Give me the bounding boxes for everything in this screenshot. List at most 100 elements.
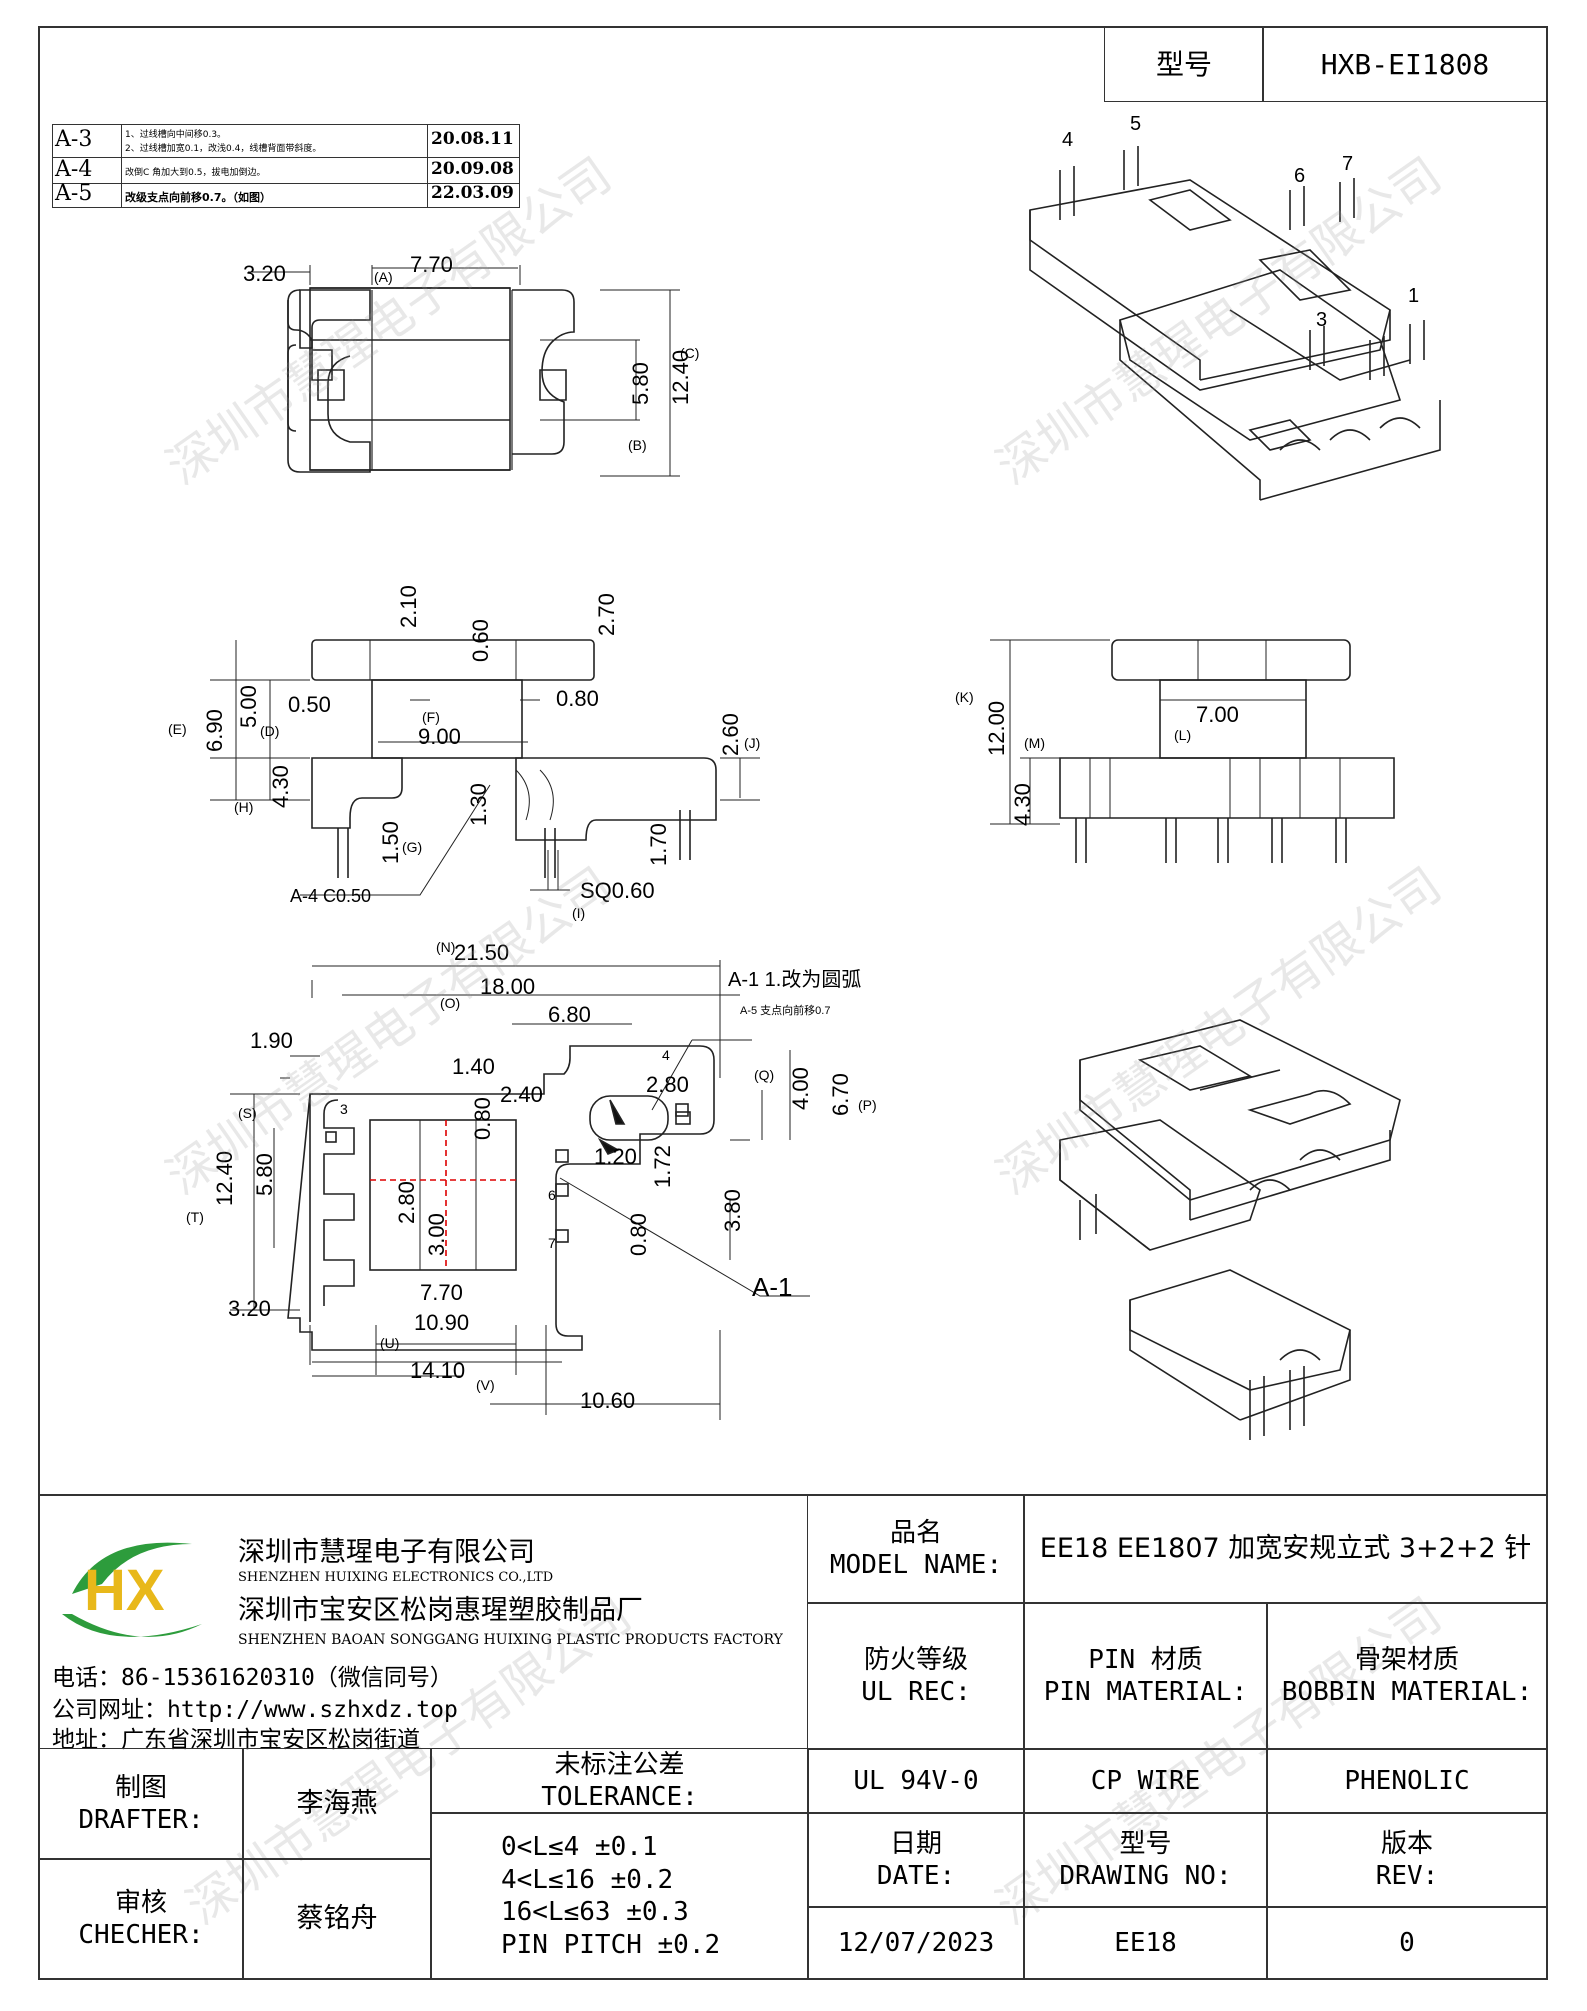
dim-label: 0.80	[556, 686, 599, 711]
revision-desc: 1、过线槽向中间移0.3。	[125, 130, 227, 140]
dim-label: 6.80	[548, 1002, 591, 1027]
drafter-name: 李海燕	[242, 1748, 432, 1860]
revision-date: 22.03.09	[431, 183, 514, 203]
revision-desc: 改倒C 角加大到0.5，拔电加倒边。	[125, 168, 266, 178]
label-cn: 版本	[1380, 1828, 1433, 1859]
tolerance-values: 0<L≤4 ±0.1 4<L≤16 ±0.2 16<L≤63 ±0.3 PIN …	[430, 1812, 809, 1980]
dim-label: (S)	[238, 1105, 257, 1121]
dim-label: (V)	[476, 1377, 495, 1393]
label-en: MODEL NAME:	[829, 1550, 1003, 1580]
dim-label: 10.60	[580, 1388, 635, 1413]
tolerance-line: PIN PITCH ±0.2	[501, 1929, 721, 1960]
dim-label: 2.60	[718, 713, 743, 756]
dim-label: (P)	[858, 1097, 877, 1113]
dim-label: (E)	[168, 721, 187, 737]
label-en: CHECHER:	[78, 1920, 204, 1950]
label-en: DATE:	[876, 1861, 956, 1891]
label-en: UL REC:	[861, 1677, 971, 1707]
tolerance-line: 0<L≤4 ±0.1	[501, 1832, 658, 1862]
dim-label: (G)	[402, 839, 422, 855]
dim-label: 1.70	[646, 823, 671, 866]
dim-label: (D)	[260, 723, 279, 739]
dim-label: 1.72	[650, 1145, 675, 1188]
revision-row: A-3 1、过线槽向中间移0.3。 2、过线槽加宽0.1，改浅0.4，线槽背面带…	[53, 125, 519, 158]
drawing-no-value: EE18	[1023, 1906, 1268, 1980]
dim-label: 2.10	[396, 585, 421, 628]
label-en: BOBBIN MATERIAL:	[1281, 1677, 1533, 1707]
label-cn: 防火等级	[863, 1644, 968, 1675]
type-value-cell: HXB-EI1808	[1262, 26, 1548, 102]
dim-label: 0.80	[470, 1097, 495, 1140]
label-en: TOLERANCE:	[541, 1782, 698, 1812]
bottom-view: 21.50 (N) 18.00 (O) 6.80 1.90 1.40 2.40 …	[186, 939, 877, 1420]
dim-label: (O)	[440, 995, 460, 1011]
revision-date: 20.09.08	[431, 159, 514, 179]
revision-code: A-3	[55, 127, 93, 152]
bobbin-material-value: PHENOLIC	[1266, 1748, 1548, 1814]
dim-label: (L)	[1174, 727, 1191, 743]
dim-label: 12.40	[212, 1151, 237, 1206]
label-cn: 审核	[114, 1887, 167, 1918]
pin-number: 4	[662, 1047, 670, 1063]
tolerance-line: 16<L≤63 ±0.3	[501, 1897, 689, 1927]
drafter-label: 制图 DRAFTER:	[38, 1748, 244, 1860]
dim-label: 9.00	[418, 724, 461, 749]
dim-label: (J)	[744, 735, 760, 751]
pin-material-label: PIN 材质 PIN MATERIAL:	[1023, 1602, 1268, 1750]
dim-label: 1.40	[452, 1054, 495, 1079]
date-label: 日期 DATE:	[807, 1812, 1025, 1908]
dim-label: 5.80	[252, 1153, 277, 1196]
label-cn: 制图	[114, 1772, 167, 1803]
revision-callout: A-1 1.改为圆弧	[728, 968, 861, 991]
dim-label: SQ0.60	[580, 878, 655, 903]
front-view: 2.10 0.60 2.70 0.50 0.80 (F) 9.00 6.90 (…	[168, 585, 760, 921]
dim-label: (N)	[436, 939, 455, 955]
dim-label: 12.40	[668, 350, 693, 405]
dim-label: (M)	[1024, 735, 1045, 751]
checker-name: 蔡铭舟	[242, 1858, 432, 1980]
dim-label: 3.80	[720, 1189, 745, 1232]
revision-callout: A-4 C0.50	[290, 886, 371, 906]
svg-text:HX: HX	[84, 1558, 165, 1623]
model-name-value: EE18 EE1807 加宽安规立式 3+2+2 针	[1023, 1494, 1548, 1604]
dim-label: (Q)	[754, 1067, 774, 1083]
dim-label: 3.00	[424, 1213, 449, 1256]
revision-row: A-5 改级支点向前移0.7。（如图） 22.03.09	[53, 181, 519, 207]
dim-label: 0.50	[288, 692, 331, 717]
dim-label: 18.00	[480, 974, 535, 999]
tolerance-label: 未标注公差 TOLERANCE:	[430, 1748, 809, 1814]
revision-date: 20.08.11	[431, 129, 514, 149]
factory-name-cn: 深圳市宝安区松岗惠瑆塑胶制品厂	[238, 1595, 643, 1626]
pin-number: 7	[1342, 153, 1353, 175]
date-value: 12/07/2023	[807, 1906, 1025, 1980]
side-view: (K) 12.00 7.00 (L) 4.30 (M)	[955, 639, 1395, 863]
pin-number: 5	[1130, 113, 1141, 135]
company-phone: 电话：86-15361620310（微信同号）	[52, 1665, 453, 1691]
company-name-en: SHENZHEN HUIXING ELECTRONICS CO.,LTD	[238, 1570, 554, 1585]
dim-label: 10.90	[414, 1310, 469, 1335]
dim-label: 4.30	[268, 765, 293, 808]
pin-number: 6	[1294, 165, 1305, 187]
dim-label: (U)	[380, 1335, 399, 1351]
revision-desc: 改级支点向前移0.7。（如图）	[125, 191, 271, 204]
company-name-cn: 深圳市慧瑆电子有限公司	[238, 1537, 535, 1568]
dim-label: (K)	[955, 689, 974, 705]
dim-label: 12.00	[984, 701, 1009, 756]
dim-label: (I)	[572, 905, 585, 921]
dim-label: 4.30	[1010, 783, 1035, 826]
dim-label: 2.80	[646, 1072, 689, 1097]
dim-label: 2.70	[594, 593, 619, 636]
dim-label: 3.20	[228, 1296, 271, 1321]
pin-number: 6	[548, 1187, 556, 1203]
dim-label: 21.50	[454, 940, 509, 965]
bobbin-material-label: 骨架材质 BOBBIN MATERIAL:	[1266, 1602, 1548, 1750]
isometric-view-top: 4 5 6 7 3 1	[1029, 113, 1441, 501]
dim-label: (A)	[374, 269, 393, 285]
dim-label: 5.00	[236, 685, 261, 728]
revision-label: 版本 REV:	[1266, 1812, 1548, 1908]
ul-rec-label: 防火等级 UL REC:	[807, 1602, 1025, 1750]
pin-number: 7	[548, 1235, 556, 1251]
dim-label: 1.90	[250, 1028, 293, 1053]
tolerance-line: 4<L≤16 ±0.2	[501, 1864, 674, 1895]
dim-label: (H)	[234, 799, 253, 815]
